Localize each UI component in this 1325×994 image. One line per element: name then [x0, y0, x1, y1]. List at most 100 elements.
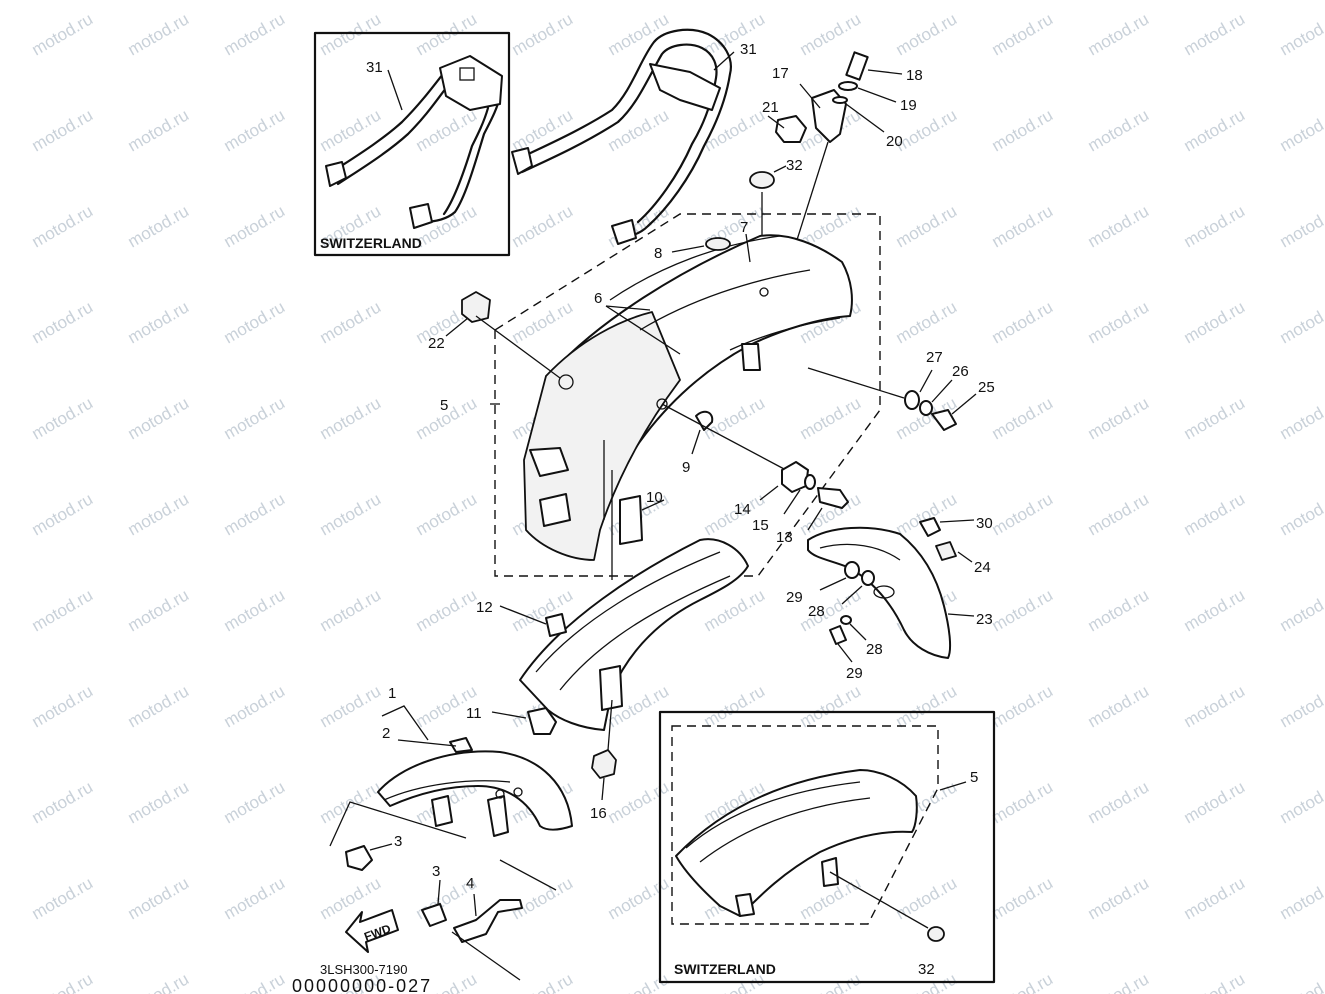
watermark-text: motod.ru	[989, 105, 1057, 155]
watermark-text: motod.ru	[1085, 777, 1153, 827]
part-8-washer	[705, 237, 731, 251]
watermark-text: motod.ru	[797, 393, 865, 443]
leader-5-inset	[939, 781, 967, 791]
callout-16: 16	[590, 805, 607, 822]
watermark-text: motod.ru	[989, 297, 1057, 347]
watermark-text: motod.ru	[989, 873, 1057, 923]
watermark-text: motod.ru	[509, 969, 577, 994]
callout-1: 1	[388, 685, 396, 702]
callout-32-inset: 32	[918, 961, 935, 978]
watermark-text: motod.ru	[221, 873, 289, 923]
watermark-text: motod.ru	[509, 201, 577, 251]
watermark-text: motod.ru	[1085, 201, 1153, 251]
watermark-text: motod.ru	[125, 393, 193, 443]
part-27-washer	[904, 390, 920, 410]
callout-15: 15	[752, 517, 769, 534]
fender-edge-line-2	[639, 269, 811, 331]
fender-hole-22	[558, 374, 574, 390]
watermark-text: motod.ru	[1277, 681, 1325, 731]
watermark-text: motod.ru	[989, 201, 1057, 251]
part-14-collar	[781, 461, 809, 493]
watermark-text: motod.ru	[317, 105, 385, 155]
part-28-washer-b	[840, 615, 852, 625]
fender-guide-lines	[603, 440, 613, 580]
inset-switzerland-rear-fender: 5 32 SWITZERLAND	[658, 710, 996, 984]
leader-29a	[819, 577, 847, 591]
watermark-text: motod.ru	[29, 489, 97, 539]
callout-13: 13	[776, 529, 793, 546]
part-32-cap	[749, 171, 775, 189]
front-fender-stay	[487, 795, 509, 837]
part-22-grommet: 22	[428, 291, 561, 379]
inset-part-32-cap	[927, 926, 945, 942]
leader-18	[867, 69, 903, 75]
front-fender-hole-a	[495, 789, 505, 799]
inset-fender-bracket	[735, 893, 755, 917]
inset-label-switzerland-top: SWITZERLAND	[320, 235, 422, 251]
callout-12: 12	[476, 599, 493, 616]
callout-4: 4	[466, 875, 474, 892]
footer-code: 00000000-027	[292, 976, 432, 994]
grab-bar-bracket	[649, 63, 721, 111]
fender-edge-line-3	[729, 317, 841, 351]
grommet-22	[461, 291, 491, 323]
inset-bar-end-bottom	[409, 203, 433, 229]
callout-7: 7	[740, 219, 748, 236]
watermark-text: motod.ru	[29, 9, 97, 59]
watermark-text: motod.ru	[125, 297, 193, 347]
watermark-text: motod.ru	[605, 777, 673, 827]
inner-fender-12-bracket	[599, 665, 623, 711]
watermark-text: motod.ru	[1181, 681, 1249, 731]
watermark-text: motod.ru	[989, 969, 1057, 994]
inset-bar-end-left	[325, 161, 347, 187]
fender-bracket-bottom	[539, 493, 571, 527]
leader-19	[857, 87, 897, 103]
part-9-clip: 9	[682, 410, 714, 476]
watermark-text: motod.ru	[1181, 969, 1249, 994]
watermark-text: motod.ru	[1277, 393, 1325, 443]
front-fender-hole-b	[513, 787, 523, 797]
callout-31-inset: 31	[366, 59, 383, 76]
watermark-text: motod.ru	[317, 297, 385, 347]
callout-32-top: 32	[786, 157, 803, 174]
watermark-text: motod.ru	[989, 393, 1057, 443]
front-fender-bracket	[431, 795, 453, 827]
watermark-text: motod.ru	[1181, 393, 1249, 443]
watermark-text: motod.ru	[317, 393, 385, 443]
leader-7	[745, 233, 751, 263]
leader-31-inset	[387, 69, 403, 111]
part-26-washer	[919, 400, 933, 416]
leader-3-upper-frame	[329, 801, 467, 847]
leader-22	[445, 317, 469, 337]
watermark-text: motod.ru	[1181, 105, 1249, 155]
leader-9	[691, 429, 701, 455]
watermark-text: motod.ru	[1085, 585, 1153, 635]
leader-6a	[605, 305, 681, 355]
part-1-2-front-fender: 1 2	[377, 685, 573, 837]
inner-fender-12-body	[519, 538, 749, 731]
watermark-text: motod.ru	[1181, 9, 1249, 59]
part-19-washer	[838, 81, 858, 91]
part-3-bolt-upper	[345, 845, 373, 871]
watermark-text: motod.ru	[1181, 297, 1249, 347]
watermark-text: motod.ru	[1277, 873, 1325, 923]
watermark-text: motod.ru	[893, 297, 961, 347]
watermark-text: motod.ru	[29, 969, 97, 994]
front-fender-emblem	[449, 737, 473, 753]
leader-14	[759, 485, 779, 501]
leader-27-assembly	[807, 367, 905, 399]
part-29-nut-b	[829, 625, 847, 645]
callout-9: 9	[682, 459, 690, 476]
grab-bar-main-inner	[520, 43, 718, 224]
leader-15	[783, 489, 801, 515]
grab-bar-main-outer	[514, 28, 732, 238]
watermark-text: motod.ru	[605, 105, 673, 155]
watermark-text: motod.ru	[701, 681, 769, 731]
watermark-text: motod.ru	[1085, 297, 1153, 347]
watermark-text: motod.ru	[317, 489, 385, 539]
watermark-text: motod.ru	[29, 681, 97, 731]
inset-label-switzerland-bottom: SWITZERLAND	[674, 961, 776, 977]
watermark-text: motod.ru	[1085, 105, 1153, 155]
leader-1	[381, 705, 429, 741]
grab-bar-end-left	[511, 147, 533, 175]
